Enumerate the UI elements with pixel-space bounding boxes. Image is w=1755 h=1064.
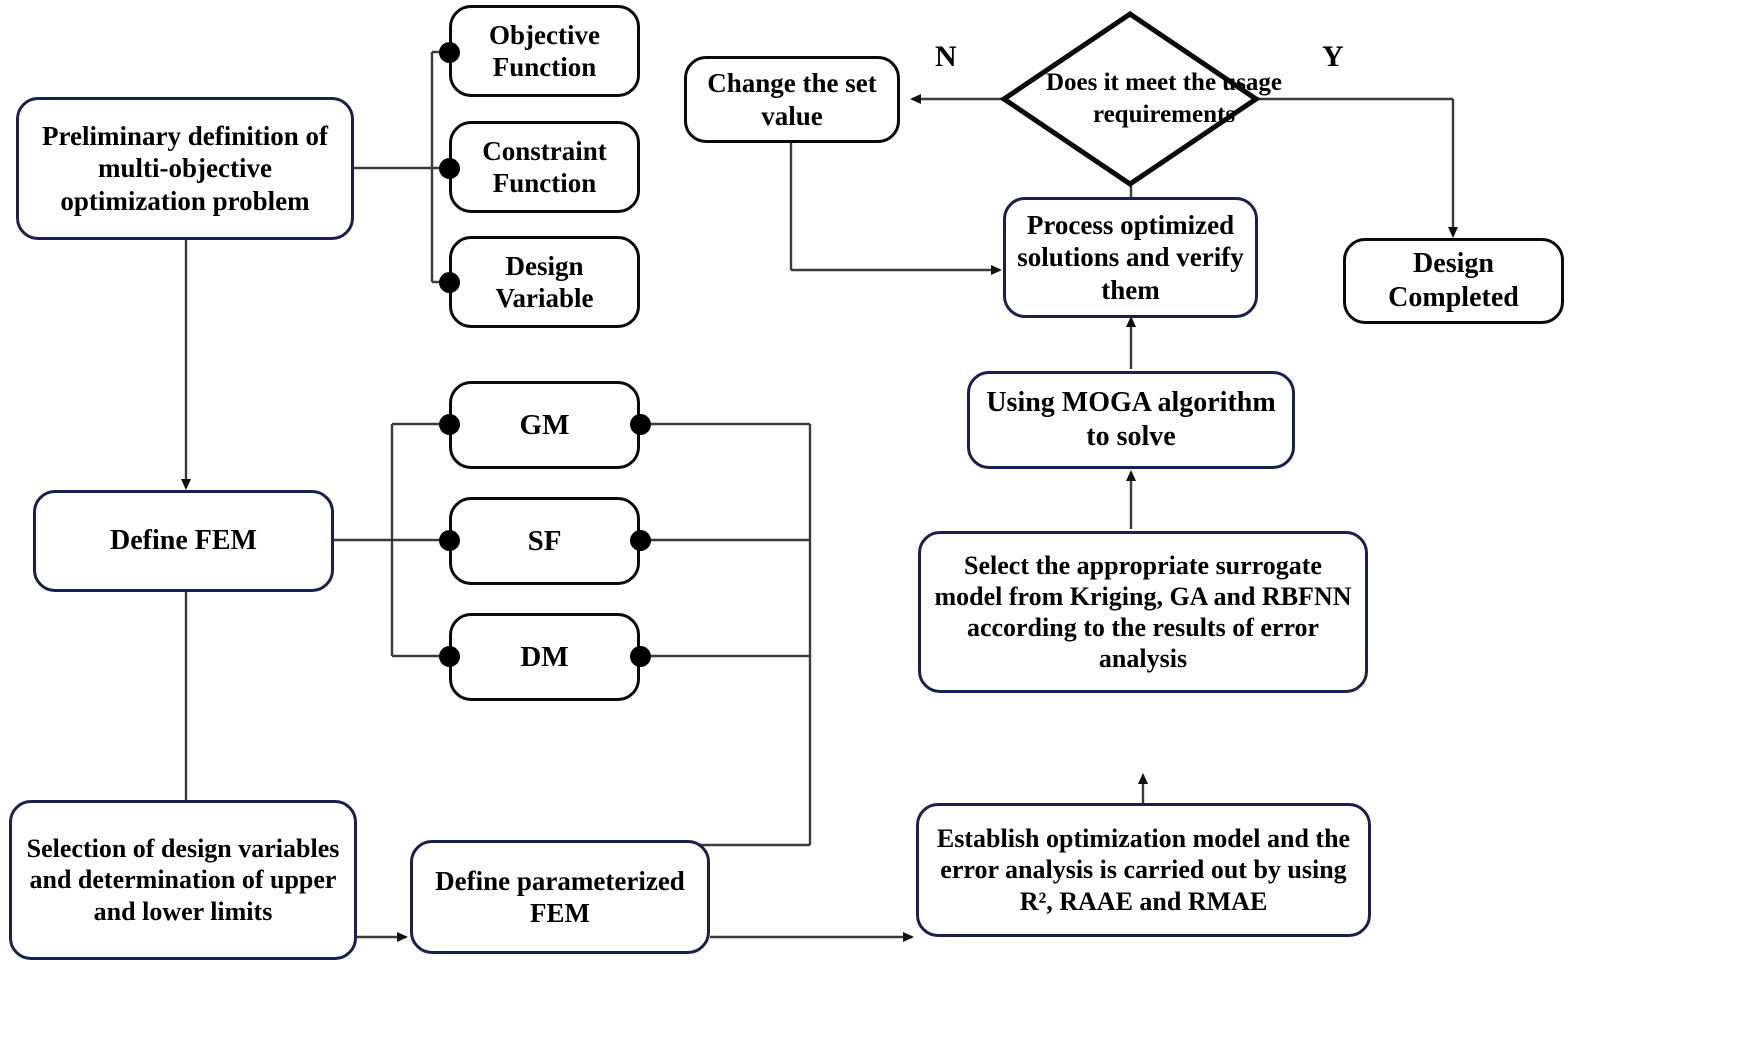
node-sf[interactable]: SF [449, 497, 640, 585]
node-objective-function[interactable]: Objective Function [449, 5, 640, 97]
node-define-parameterized-fem[interactable]: Define parameterized FEM [410, 840, 710, 954]
node-establish-optimization-model[interactable]: Establish optimization model and the err… [916, 803, 1371, 937]
node-selection-of-design-variables[interactable]: Selection of design variables and determ… [9, 800, 357, 960]
node-decision-usage-requirements[interactable]: Does it meet the usage requirements [999, 10, 1282, 188]
node-gm[interactable]: GM [449, 381, 640, 469]
connector-dot-sf-right [630, 530, 651, 551]
connector-dot-sf-left [439, 530, 460, 551]
connector-dot-gm-right [630, 414, 651, 435]
connector-dot-design-variable [439, 272, 460, 293]
connector-dot-constraint [439, 158, 460, 179]
node-design-completed[interactable]: Design Completed [1343, 238, 1564, 324]
edge-label-no: N [935, 40, 957, 73]
node-dm[interactable]: DM [449, 613, 640, 701]
node-using-moga[interactable]: Using MOGA algorithm to solve [967, 371, 1295, 469]
node-design-variable[interactable]: Design Variable [449, 236, 640, 328]
node-constraint-function[interactable]: Constraint Function [449, 121, 640, 213]
decision-label: Does it meet the usage requirements [1045, 69, 1283, 128]
edge-label-yes: Y [1322, 40, 1344, 73]
node-change-set-value[interactable]: Change the set value [684, 56, 900, 143]
node-process-optimized-solutions[interactable]: Process optimized solutions and verify t… [1003, 197, 1258, 318]
connector-dot-gm-left [439, 414, 460, 435]
node-preliminary-definition[interactable]: Preliminary definition of multi-objectiv… [16, 97, 354, 240]
node-select-surrogate-model[interactable]: Select the appropriate surrogate model f… [918, 531, 1368, 693]
connector-dot-dm-left [439, 646, 460, 667]
node-define-fem[interactable]: Define FEM [33, 490, 334, 592]
connector-dot-objective [439, 42, 460, 63]
connector-dot-dm-right [630, 646, 651, 667]
